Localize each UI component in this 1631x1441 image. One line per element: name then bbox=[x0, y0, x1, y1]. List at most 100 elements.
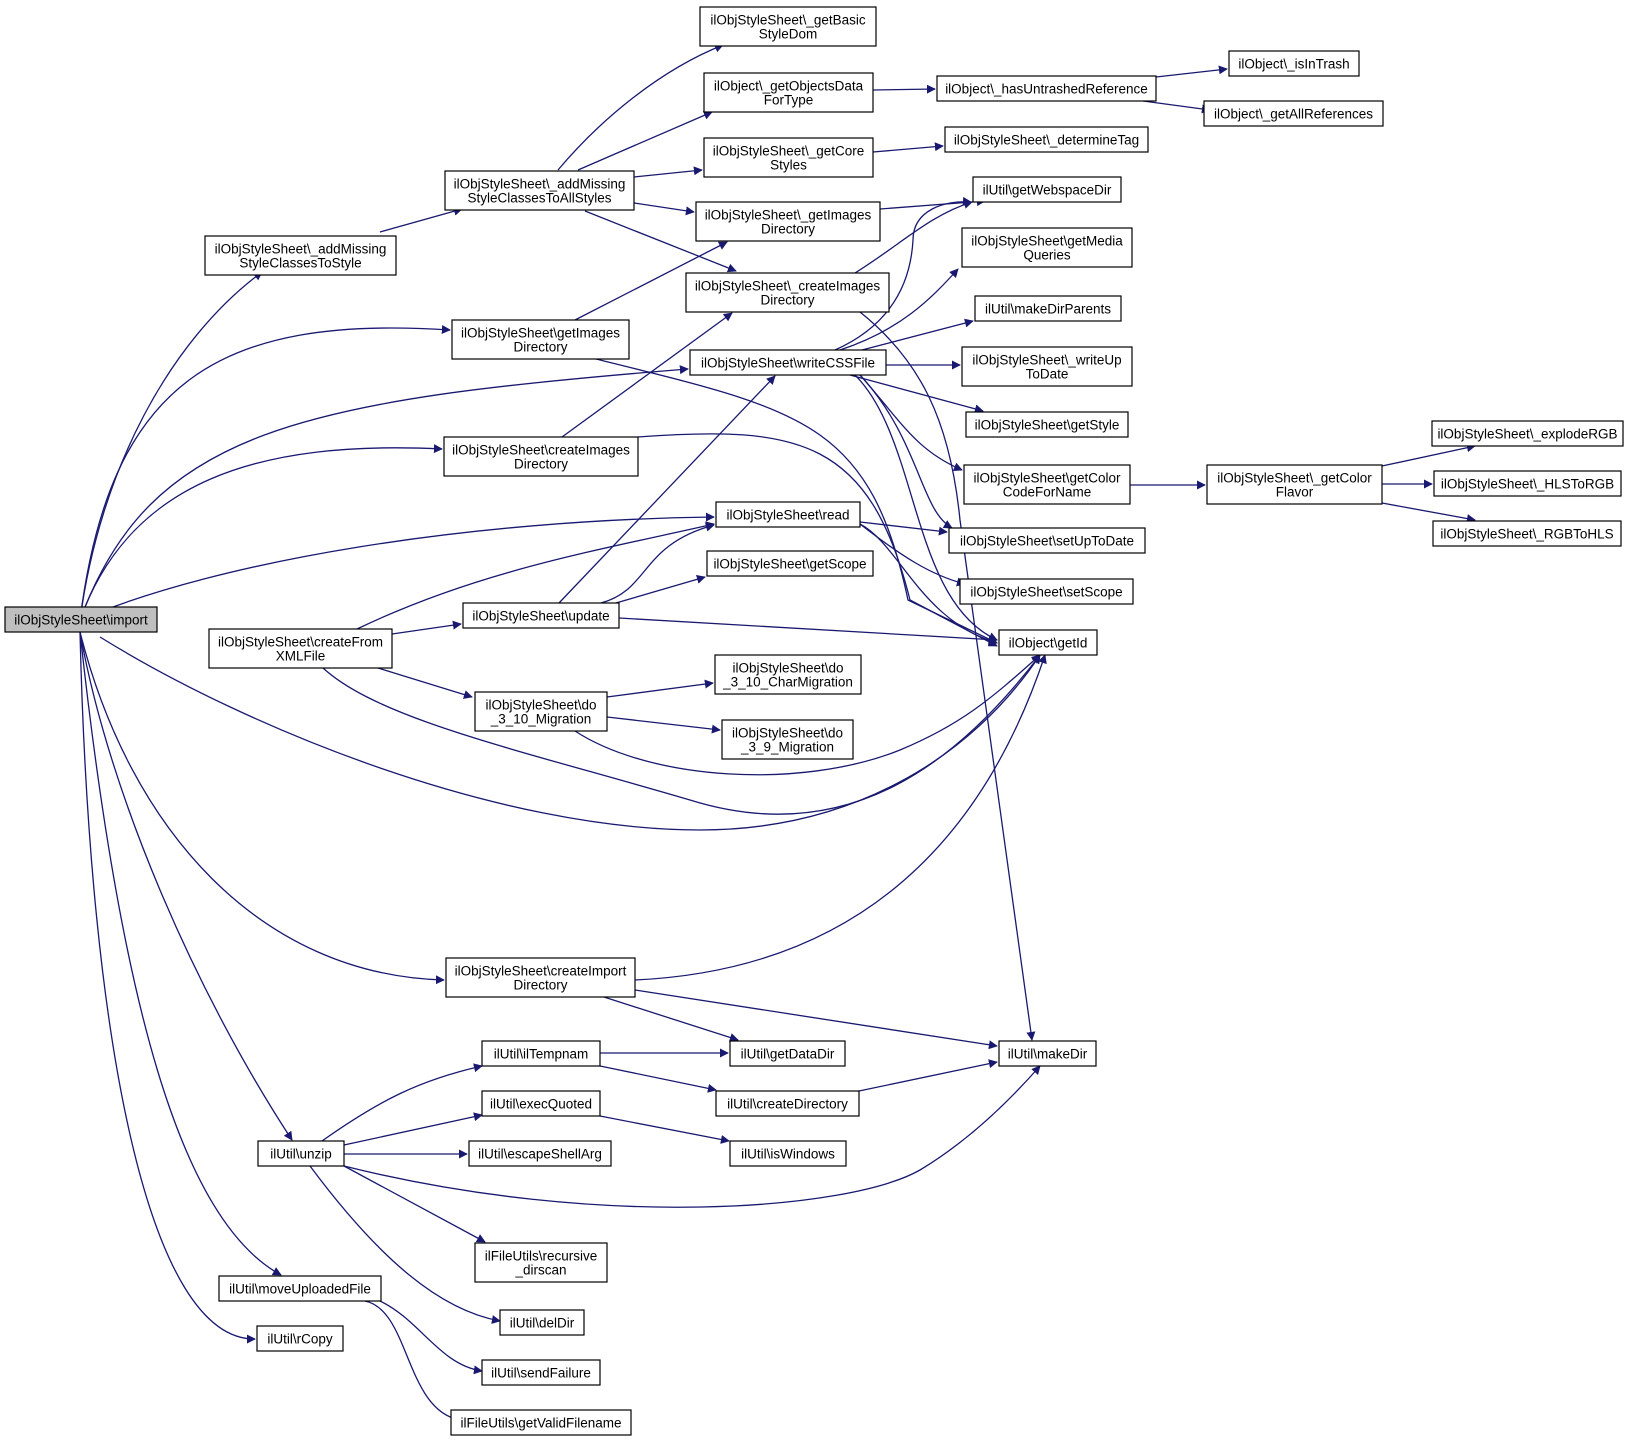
node-label-line: Flavor bbox=[1276, 485, 1314, 500]
node-RGBToHLS[interactable]: ilObjStyleSheet\_RGBToHLS bbox=[1432, 520, 1622, 547]
node-addMissingAll[interactable]: ilObjStyleSheet\_addMissingStyleClassesT… bbox=[444, 170, 635, 211]
edge-import-to-read bbox=[79, 512, 715, 621]
node-rCopy[interactable]: ilUtil\rCopy bbox=[256, 1325, 344, 1352]
edge-addMissingStyle-to-addMissingAll bbox=[379, 206, 463, 233]
node-label-line: ilUtil\ilTempnam bbox=[494, 1047, 589, 1062]
edge-path bbox=[379, 1300, 483, 1375]
node-recursiveDirscan[interactable]: ilFileUtils\recursive_dirscan bbox=[474, 1242, 608, 1283]
edge-path bbox=[1381, 502, 1476, 523]
edge-unzip-to-makeDir bbox=[343, 1065, 1041, 1208]
node-getDataDir[interactable]: ilUtil\getDataDir bbox=[729, 1040, 846, 1067]
edge-moveUploaded-to-sendFailure bbox=[379, 1300, 483, 1375]
edge-import-to-addMissingStyle bbox=[79, 271, 263, 621]
edge-path bbox=[379, 206, 463, 233]
node-makeDir[interactable]: ilUtil\makeDir bbox=[998, 1040, 1097, 1067]
node-hasUntrashed[interactable]: ilObject\_hasUntrashedReference bbox=[936, 75, 1157, 102]
edge-createImagesDir-to-_createImagesDir bbox=[561, 312, 733, 438]
node-delDir[interactable]: ilUtil\delDir bbox=[499, 1309, 585, 1336]
node-getId[interactable]: ilObject\getId bbox=[998, 629, 1098, 656]
node-box bbox=[715, 501, 861, 528]
edge-path bbox=[321, 1063, 483, 1142]
node-isInTrash[interactable]: ilObject\_isInTrash bbox=[1228, 50, 1360, 77]
node-update[interactable]: ilObjStyleSheet\update bbox=[462, 602, 620, 629]
node-label-line: ilUtil\delDir bbox=[510, 1316, 575, 1331]
node-label-line: ilObjStyleSheet\getScope bbox=[713, 557, 866, 572]
node-sendFailure[interactable]: ilUtil\sendFailure bbox=[481, 1359, 601, 1386]
node-getValidFilename[interactable]: ilFileUtils\getValidFilename bbox=[450, 1409, 632, 1436]
node-label-line: XMLFile bbox=[276, 649, 326, 664]
node-do310Mig[interactable]: ilObjStyleSheet\do_3_10_Migration bbox=[474, 691, 608, 732]
node-execQuoted[interactable]: ilUtil\execQuoted bbox=[481, 1090, 601, 1117]
node-escapeShellArg[interactable]: ilUtil\escapeShellArg bbox=[468, 1140, 612, 1167]
edge-path bbox=[858, 1059, 998, 1092]
node-box bbox=[1206, 464, 1383, 505]
node-do39Mig[interactable]: ilObjStyleSheet\do_3_9_Migration bbox=[721, 719, 854, 760]
edge-import-to-moveUploaded bbox=[79, 631, 282, 1276]
node-label-line: Directory bbox=[513, 340, 567, 355]
node-unzip[interactable]: ilUtil\unzip bbox=[257, 1140, 345, 1167]
edge-import-to-writeCSSFile bbox=[79, 365, 689, 621]
edge-unzip-to-execQuoted bbox=[343, 1112, 483, 1146]
edge-createFromXML-to-do310Mig bbox=[377, 667, 473, 699]
node-label-line: ilObject\getId bbox=[1009, 636, 1088, 651]
node-label-line: ilObjStyleSheet\_determineTag bbox=[954, 133, 1139, 148]
edge-addMissingAll-to-getBasicStyleDom bbox=[557, 43, 724, 171]
node-determineTag[interactable]: ilObjStyleSheet\_determineTag bbox=[944, 126, 1149, 153]
node-label-line: _3_10_CharMigration bbox=[722, 675, 853, 690]
edge-path bbox=[574, 241, 728, 321]
node-read[interactable]: ilObjStyleSheet\read bbox=[715, 501, 861, 528]
node-do310CharMig[interactable]: ilObjStyleSheet\do_3_10_CharMigration bbox=[714, 654, 862, 695]
node-addMissingStyle[interactable]: ilObjStyleSheet\_addMissingStyleClassesT… bbox=[204, 235, 397, 276]
edge-path bbox=[322, 654, 1041, 815]
node-label-line: ilObjStyleSheet\_explodeRGB bbox=[1437, 427, 1617, 442]
node-box bbox=[1228, 50, 1360, 77]
edge-execQuoted-to-isWindows bbox=[599, 1115, 730, 1144]
node-label-line: ilUtil\getDataDir bbox=[741, 1047, 835, 1062]
node-ilTempnam[interactable]: ilUtil\ilTempnam bbox=[481, 1040, 601, 1067]
node-label-line: ilObjStyleSheet\createImport bbox=[455, 964, 627, 979]
node-box bbox=[948, 527, 1146, 554]
node-createDirectory[interactable]: ilUtil\createDirectory bbox=[715, 1090, 860, 1117]
edge-path bbox=[599, 1115, 730, 1144]
node-setScope[interactable]: ilObjStyleSheet\setScope bbox=[959, 578, 1134, 605]
node-explodeRGB[interactable]: ilObjStyleSheet\_explodeRGB bbox=[1431, 420, 1624, 447]
edge-getColorFlavor-to-RGBToHLS bbox=[1381, 502, 1476, 523]
node-getWebspaceDir[interactable]: ilUtil\getWebspaceDir bbox=[972, 176, 1122, 203]
edge-getCoreStyles-to-determineTag bbox=[872, 142, 944, 153]
node-box bbox=[689, 349, 887, 376]
node-getStyle[interactable]: ilObjStyleSheet\getStyle bbox=[965, 411, 1129, 438]
edge-path bbox=[599, 1065, 717, 1093]
node-getAllRefs[interactable]: ilObject\_getAllReferences bbox=[1203, 100, 1384, 127]
node-import[interactable]: ilObjStyleSheet\import bbox=[4, 606, 158, 633]
node-setUpToDate[interactable]: ilObjStyleSheet\setUpToDate bbox=[948, 527, 1146, 554]
node-label-line: ilUtil\escapeShellArg bbox=[478, 1147, 602, 1162]
node-box bbox=[474, 1242, 608, 1283]
node-label-line: ilObjStyleSheet\do bbox=[732, 661, 843, 676]
node-HLSToRGB[interactable]: ilObjStyleSheet\_HLSToRGB bbox=[1433, 470, 1622, 497]
node-box bbox=[1431, 420, 1624, 447]
node-getScope[interactable]: ilObjStyleSheet\getScope bbox=[706, 550, 874, 577]
node-moveUploaded[interactable]: ilUtil\moveUploadedFile bbox=[218, 1275, 382, 1302]
node-label-line: ilObjStyleSheet\_getColor bbox=[1217, 471, 1372, 486]
node-makeDirParents[interactable]: ilUtil\makeDirParents bbox=[974, 295, 1122, 322]
node-box bbox=[961, 227, 1133, 268]
node-isWindows[interactable]: ilUtil\isWindows bbox=[729, 1140, 847, 1167]
node-box bbox=[965, 411, 1129, 438]
edge-moveUploaded-to-getValidFilename bbox=[364, 1300, 461, 1423]
node-label-line: ilFileUtils\getValidFilename bbox=[460, 1416, 621, 1431]
edge-createFromXML-to-update bbox=[391, 620, 462, 635]
node-writeCSSFile[interactable]: ilObjStyleSheet\writeCSSFile bbox=[689, 349, 887, 376]
